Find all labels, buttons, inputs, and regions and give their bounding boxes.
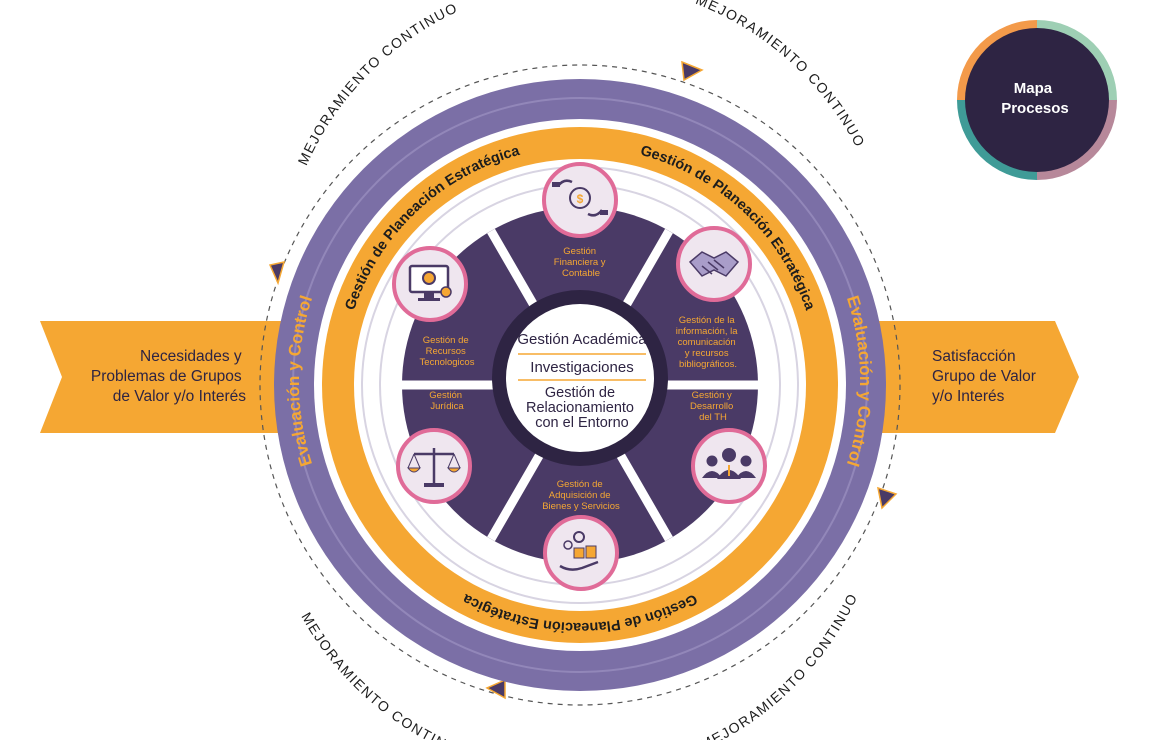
procurement-icon [543, 515, 619, 591]
scale-icon [396, 428, 472, 504]
finance-icon: $ [542, 162, 618, 238]
svg-text:Gestión de Relacionamien: Gestión de Relacionamiento con el Entorn… [526, 385, 638, 431]
map-badge: Mapa Procesos [957, 20, 1117, 180]
output-arrow-line1: Satisfacción [932, 348, 1016, 365]
svg-text:Satisfacción Grupo de Va: Satisfacción Grupo de Valor y/o Interés [932, 348, 1040, 405]
input-arrow-line2: Problemas de Grupos [91, 368, 242, 385]
svg-text:Investigaciones: Investigaciones [530, 359, 633, 376]
svg-text:Necesidades y Problemas: Necesidades y Problemas de Grupos de Val… [91, 348, 246, 405]
label-juridica: Gestión Jurídica [429, 390, 464, 412]
core-item-investigaciones: Investigaciones [530, 359, 633, 376]
core-item-relacionamiento-3: con el Entorno [535, 415, 629, 431]
output-arrow-line3: y/o Interés [932, 388, 1005, 405]
output-arrow: Satisfacción Grupo de Valor y/o Interés [860, 321, 1079, 433]
svg-text:Mapa Procesos: Mapa Procesos [1001, 80, 1069, 117]
input-arrow-line3: de Valor y/o Interés [113, 388, 247, 405]
output-arrow-line2: Grupo de Valor [932, 368, 1036, 385]
svg-text:Gestión Académica: Gestión Académica [517, 331, 647, 348]
input-arrow: Necesidades y Problemas de Grupos de Val… [40, 321, 300, 433]
core-item-relacionamiento-1: Gestión de [545, 385, 615, 401]
label-financiera: Gestión Financiera y Contable [554, 246, 608, 279]
handshake-icon [676, 226, 752, 302]
core-item-relacionamiento-2: Relacionamiento [526, 400, 634, 416]
core-processes: Gestión Académica Investigaciones Gestió… [492, 290, 668, 466]
core-item-academica: Gestión Académica [517, 331, 647, 348]
badge-title-line2: Procesos [1001, 100, 1069, 117]
svg-text:$: $ [577, 192, 584, 206]
badge-title-line1: Mapa [1014, 80, 1053, 97]
team-icon [691, 428, 767, 504]
loop-arrow-icon [877, 486, 898, 510]
label-informacion: Gestión de la información, la comunicaci… [676, 315, 740, 370]
loop-arrow-icon [681, 60, 704, 82]
input-arrow-line1: Necesidades y [140, 348, 242, 365]
loop-arrow-icon [485, 678, 506, 700]
label-adquisicion: Gestión de Adquisición de Bienes y Servi… [542, 479, 620, 512]
improvement-loop [259, 64, 901, 706]
label-tecnologicos: Gestión de Recursos Tecnologicos [420, 335, 475, 368]
computer-gear-icon [392, 246, 468, 322]
loop-arrow-icon [268, 261, 286, 286]
label-talento: Gestión y Desarrollo del TH [690, 390, 736, 423]
